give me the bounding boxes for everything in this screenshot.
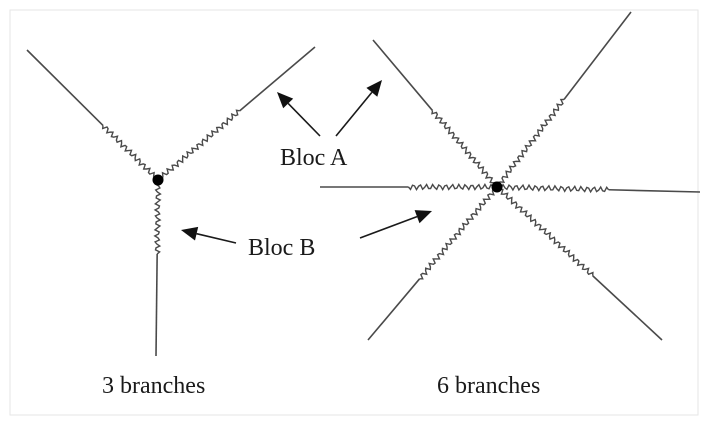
six-branch-arm-left-wavy-segment: [407, 182, 498, 192]
arrow-bloc-a-right-head: [366, 80, 382, 97]
six-branch-core-node: [491, 181, 503, 193]
three-branch-core-node: [152, 174, 164, 186]
three-branch-arm-right-wavy-segment: [156, 109, 240, 181]
arrow-bloc-b-right-head: [414, 210, 432, 224]
six-branch-arm-lower-right-wavy-segment: [495, 185, 594, 276]
arrow-bloc-a-left-head: [277, 92, 294, 109]
six-branch-arm-upper-left-straight-segment: [372, 39, 434, 112]
six-branch-arm-right-straight-segment: [608, 188, 701, 193]
six-branch-arm-upper-right-straight-segment: [563, 11, 632, 100]
arrow-bloc-b-left-head: [181, 226, 199, 241]
six-branch-arm-lower-left-straight-segment: [367, 278, 421, 341]
three-branch-arm-left-wavy-segment: [101, 125, 160, 180]
arrow-bloc-a-right-shaft: [335, 91, 373, 137]
six-branch-arm-upper-right-wavy-segment: [496, 98, 565, 189]
diagram-frame: [9, 9, 699, 416]
arrows: [181, 80, 432, 244]
label-6-branches: 6 branches: [437, 373, 540, 399]
three-branch-arm-bottom-wavy-segment: [153, 179, 162, 255]
six-branch-arm-lower-left-wavy-segment: [419, 187, 499, 280]
three-branch-star: [26, 46, 316, 357]
arrow-bloc-a-left-shaft: [287, 102, 321, 137]
three-branch-arm-bottom-straight-segment: [155, 253, 158, 357]
label-bloc-a: Bloc A: [280, 145, 348, 171]
six-branch-arm-upper-left-wavy-segment: [431, 110, 498, 189]
six-branch-arm-right-wavy-segment: [496, 183, 610, 194]
arrow-bloc-b-left-shaft: [196, 232, 237, 244]
three-branch-arm-right-straight-segment: [239, 46, 316, 112]
arrow-bloc-b-right-shaft: [359, 215, 418, 239]
label-3-branches: 3 branches: [102, 373, 205, 399]
three-branch-arm-left-straight-segment: [26, 49, 104, 126]
six-branch-arm-lower-right-straight-segment: [592, 275, 663, 341]
label-bloc-b: Bloc B: [248, 235, 315, 261]
six-branch-star: [320, 11, 701, 341]
